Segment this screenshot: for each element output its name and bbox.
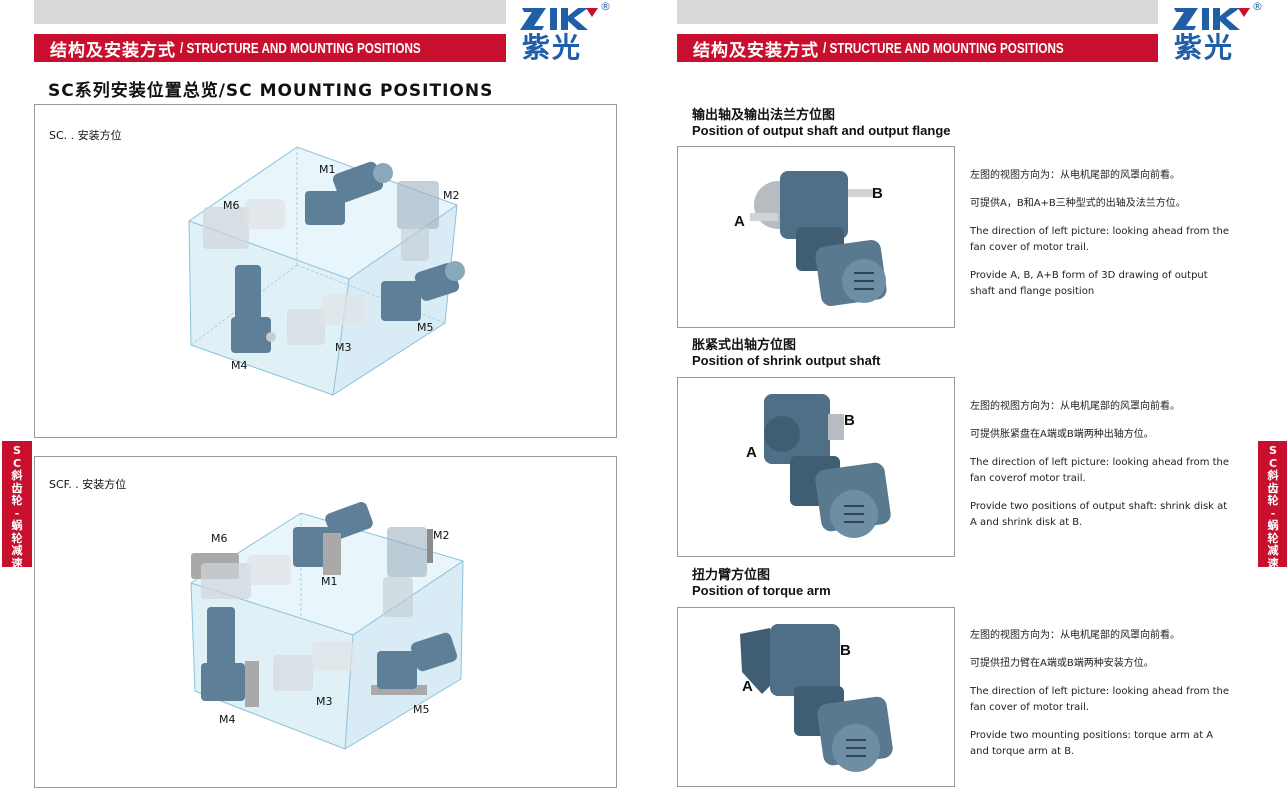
section-title-en: Position of shrink output shaft <box>692 353 881 368</box>
label-m2: M2 <box>433 529 450 542</box>
registered-mark: ® <box>600 0 611 13</box>
torque-arm-description: 左图的视图方向为：从电机尾部的风罩向前看。 可提供扭力臂在A端或B端两种安装方位… <box>970 628 1232 772</box>
m1-gearbox <box>293 502 373 575</box>
desc-line: The direction of left picture: looking a… <box>970 226 1230 253</box>
m3-gearbox <box>273 641 355 691</box>
label-m1: M1 <box>319 163 336 176</box>
section-shrink-shaft-heading: 胀紧式出轴方位图 Position of shrink output shaft <box>692 334 881 368</box>
header-en: / STRUCTURE AND MOUNTING POSITIONS <box>180 39 421 57</box>
section-torque-arm-heading: 扭力臂方位图 Position of torque arm <box>692 564 831 598</box>
box-caption: SC. . 安装方位 <box>49 129 122 142</box>
label-b: B <box>840 642 851 659</box>
section-title-zh: 输出轴及输出法兰方位图 <box>692 108 836 123</box>
desc-line: 左图的视图方向为：从电机尾部的风罩向前看。 <box>970 630 1180 641</box>
m6-gearbox <box>203 199 285 249</box>
section-title: SC系列安装位置总览/SC MOUNTING POSITIONS <box>48 81 494 101</box>
desc-line: 左图的视图方向为：从电机尾部的风罩向前看。 <box>970 170 1180 181</box>
section-title-zh: 胀紧式出轴方位图 <box>692 338 797 353</box>
label-m1: M1 <box>321 575 338 588</box>
brand-logo-right: ® 紫光 <box>1172 0 1263 66</box>
label-a: A <box>734 213 745 230</box>
label-m6: M6 <box>223 199 240 212</box>
output-shaft-figure: A B <box>677 146 955 328</box>
header-bar-left: 结构及安装方式 / STRUCTURE AND MOUNTING POSITIO… <box>34 34 506 62</box>
box-caption: SCF. . 安装方位 <box>49 478 127 491</box>
header-en: / STRUCTURE AND MOUNTING POSITIONS <box>823 39 1064 57</box>
label-a: A <box>742 678 753 695</box>
label-m2: M2 <box>443 189 460 202</box>
m2-gearbox <box>383 527 433 617</box>
sc-mounting-diagram <box>188 146 465 396</box>
desc-line: Provide two positions of output shaft: s… <box>970 501 1228 528</box>
output-shaft-gearmotor-image <box>750 171 887 307</box>
shrink-shaft-description: 左图的视图方向为：从电机尾部的风罩向前看。 可提供胀紧盘在A端或B端两种出轴方位… <box>970 399 1232 543</box>
desc-line: The direction of left picture: looking a… <box>970 686 1230 713</box>
header-zh: 结构及安装方式 <box>50 40 176 61</box>
label-a: A <box>746 444 757 461</box>
section-title-zh: 扭力臂方位图 <box>692 568 771 583</box>
m4-gearbox <box>201 607 259 707</box>
torque-arm-figure: A B <box>677 607 955 787</box>
scf-mounting-diagram <box>190 502 465 750</box>
m1-gearbox <box>305 161 393 225</box>
scf-mounting-box: SCF. . 安装方位 <box>34 456 617 788</box>
shrink-shaft-figure: A B <box>677 377 955 557</box>
label-b: B <box>844 412 855 429</box>
label-m3: M3 <box>316 695 333 708</box>
label-m5: M5 <box>413 703 430 716</box>
header-zh: 结构及安装方式 <box>693 40 819 61</box>
section-title-en: Position of output shaft and output flan… <box>692 123 951 138</box>
label-m4: M4 <box>231 359 248 372</box>
desc-line: The direction of left picture: looking a… <box>970 457 1230 484</box>
label-m6: M6 <box>211 532 228 545</box>
top-gray-band-right <box>677 0 1158 24</box>
logo-text: 紫光 <box>1174 31 1235 64</box>
m3-gearbox <box>287 295 365 345</box>
desc-line: 左图的视图方向为：从电机尾部的风罩向前看。 <box>970 401 1180 412</box>
desc-line: 可提供扭力臂在A端或B端两种安装方位。 <box>970 658 1154 669</box>
m2-gearbox <box>397 181 439 261</box>
label-m4: M4 <box>219 713 236 726</box>
sc-mounting-box: SC. . 安装方位 <box>34 104 617 438</box>
shrink-shaft-gearmotor-image <box>764 394 891 538</box>
registered-mark: ® <box>1252 0 1263 13</box>
top-gray-band-left <box>34 0 506 24</box>
label-m5: M5 <box>417 321 434 334</box>
section-output-shaft-heading: 输出轴及输出法兰方位图 Position of output shaft and… <box>692 104 951 138</box>
m6-gearbox <box>191 553 291 599</box>
zik-logo-mark-icon <box>520 8 598 30</box>
desc-line: 可提供A，B和A+B三种型式的出轴及法兰方位。 <box>970 198 1186 209</box>
section-title-en: Position of torque arm <box>692 583 831 598</box>
label-b: B <box>872 185 883 202</box>
zik-logo-mark-icon <box>1172 8 1250 30</box>
m5-gearbox <box>381 261 465 321</box>
desc-line: Provide A, B, A+B form of 3D drawing of … <box>970 270 1208 297</box>
desc-line: 可提供胀紧盘在A端或B端两种出轴方位。 <box>970 429 1154 440</box>
brand-logo-left: ® 紫光 <box>520 0 611 66</box>
torque-arm-gearmotor-image <box>740 624 893 772</box>
desc-line: Provide two mounting positions: torque a… <box>970 730 1214 757</box>
header-bar-right: 结构及安装方式 / STRUCTURE AND MOUNTING POSITIO… <box>677 34 1158 62</box>
label-m3: M3 <box>335 341 352 354</box>
logo-text: 紫光 <box>522 31 583 64</box>
output-shaft-description: 左图的视图方向为：从电机尾部的风罩向前看。 可提供A，B和A+B三种型式的出轴及… <box>970 168 1232 312</box>
m4-gearbox <box>231 265 276 353</box>
m5-gearbox <box>371 632 458 695</box>
